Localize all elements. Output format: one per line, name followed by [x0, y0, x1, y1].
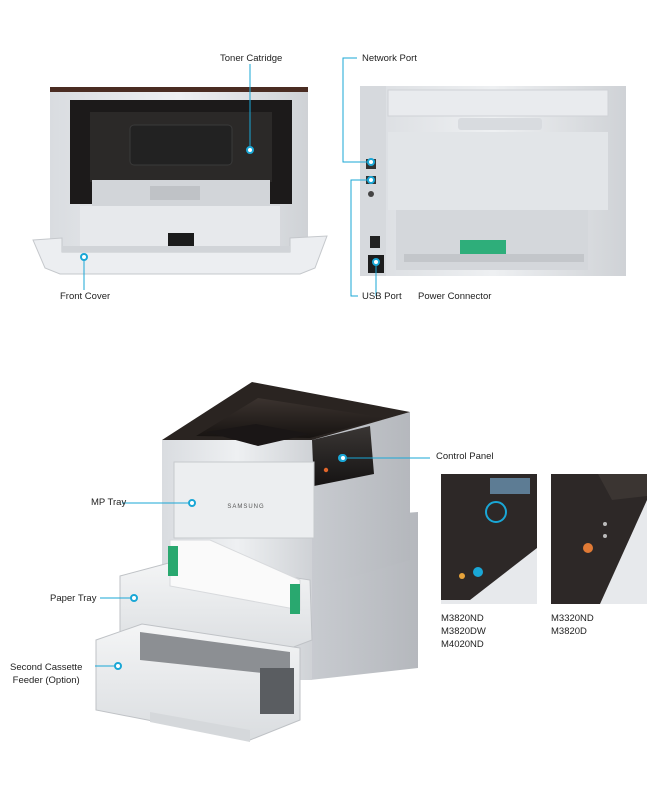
label-power-connector: Power Connector — [418, 291, 492, 302]
label-usb-port: USB Port — [362, 291, 402, 302]
label-paper-tray: Paper Tray — [50, 593, 97, 604]
label-front-cover: Front Cover — [60, 291, 111, 302]
label-network-port: Network Port — [362, 53, 417, 64]
models-left: M3820ND M3820DW M4020ND — [441, 613, 486, 650]
label-mp-tray: MP Tray — [91, 497, 127, 508]
brand-logo: SAMSUNG — [227, 504, 264, 510]
printer-main — [95, 382, 418, 742]
models-right: M3320ND M3820D — [551, 613, 594, 637]
label-control-panel: Control Panel — [436, 451, 494, 462]
control-panel-closeup-right — [551, 474, 647, 604]
label-toner-cartridge: Toner Catridge — [220, 53, 283, 64]
printer-rear — [360, 86, 626, 276]
callout-lines — [83, 57, 430, 667]
callout-dots — [80, 146, 380, 670]
printer-front-open — [32, 87, 328, 275]
control-panel-closeup-left — [441, 474, 537, 604]
label-second-cassette: Second Cassette Feeder (Option) — [10, 662, 83, 686]
